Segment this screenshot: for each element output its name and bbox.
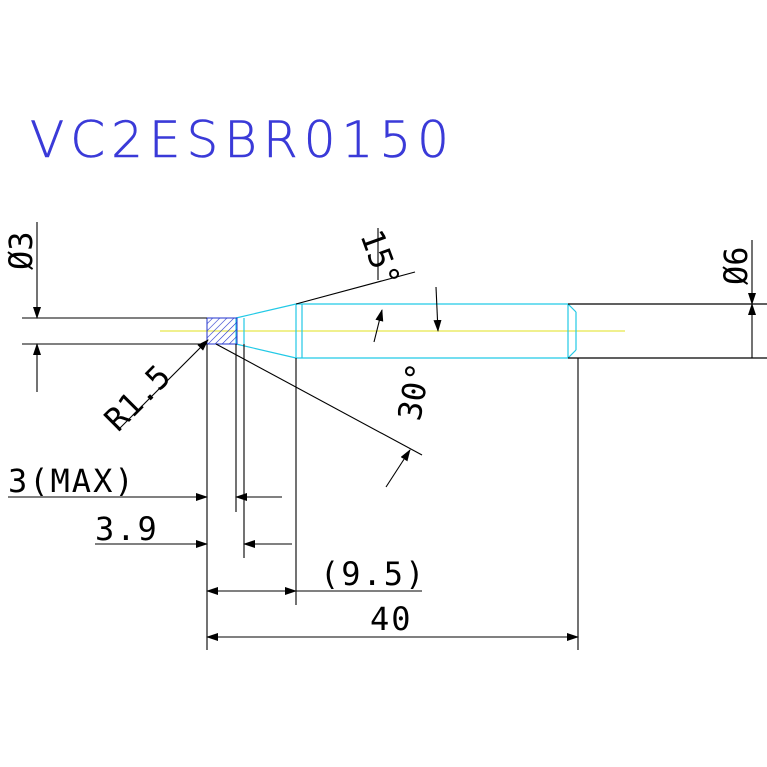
dim-diameter-tip	[22, 222, 207, 392]
label-angle-tip: 30°	[390, 360, 437, 424]
dim-radius	[117, 339, 209, 431]
label-angle-taper: 15°	[352, 225, 407, 292]
label-diameter-shank: Ø6	[717, 246, 755, 285]
label-length-max: 3(MAX)	[8, 462, 136, 500]
ball-tip	[206, 317, 238, 345]
label-length-total: 40	[370, 600, 413, 638]
drawing-title: VC2ESBR0150	[30, 111, 455, 169]
label-length-flute: 3.9	[95, 510, 159, 548]
label-length-neck: (9.5)	[320, 555, 426, 593]
shank	[568, 303, 767, 359]
label-diameter-tip: Ø3	[2, 231, 40, 270]
dim-angle-tip	[215, 343, 423, 488]
dim-angle-taper	[295, 228, 442, 343]
label-radius: R1.5	[97, 357, 178, 438]
